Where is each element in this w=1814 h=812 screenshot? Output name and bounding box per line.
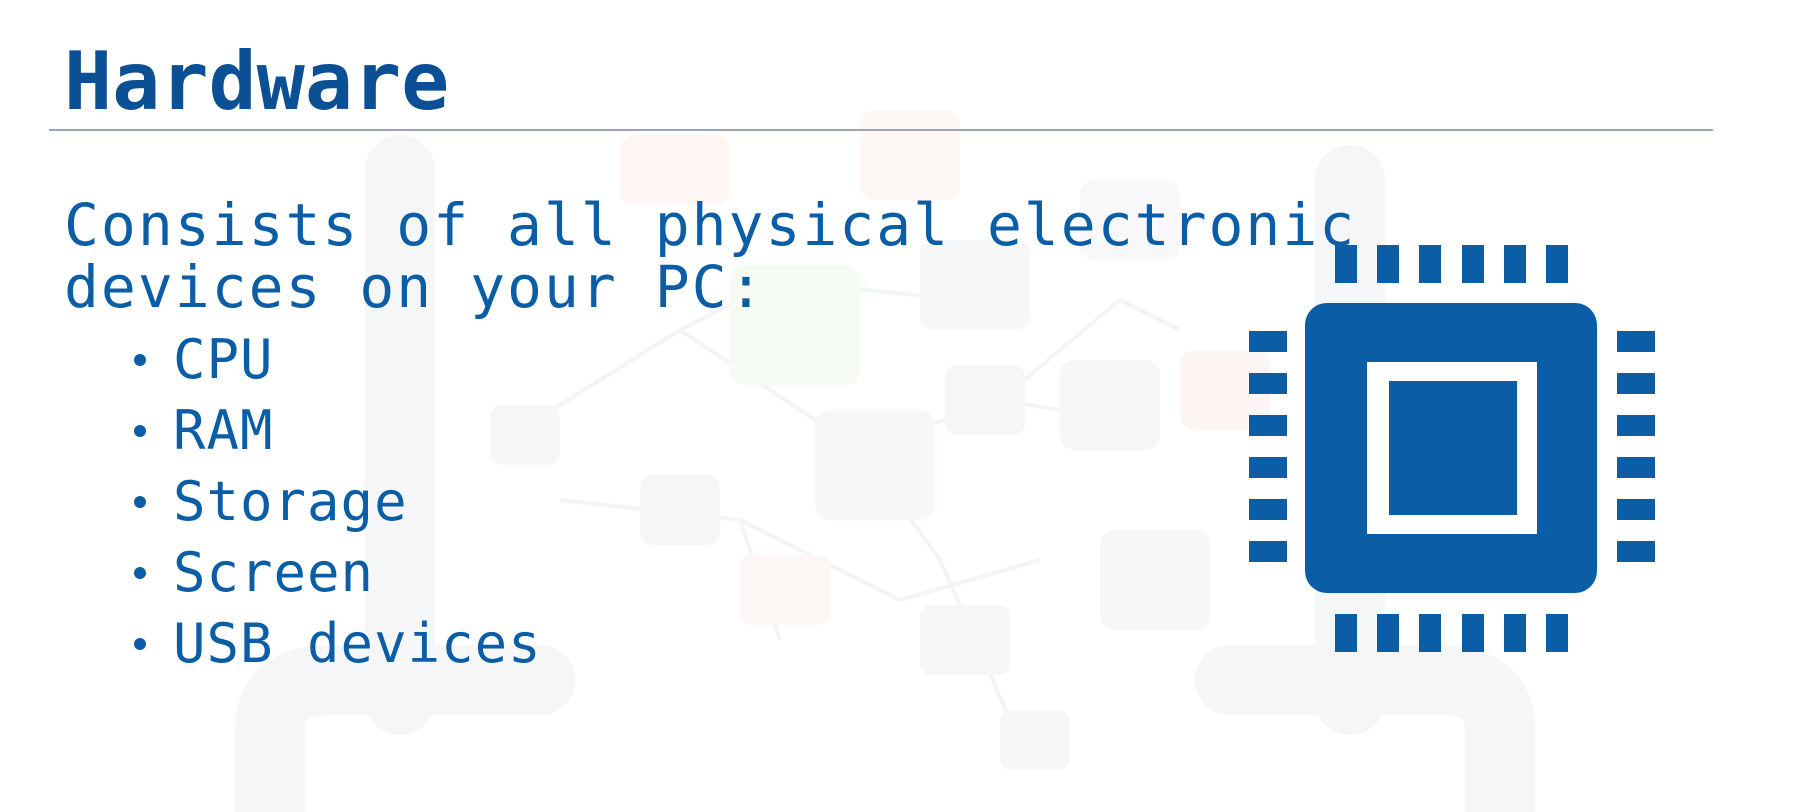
bullet-text: Storage: [173, 470, 408, 533]
bullet-text: CPU: [173, 328, 274, 391]
slide-title: Hardware: [64, 35, 450, 128]
bullet-item: RAM: [134, 395, 542, 466]
bullet-item: Screen: [134, 537, 542, 608]
intro-line: devices on your PC:: [64, 253, 766, 321]
bullet-text: Screen: [173, 541, 375, 604]
bullet-dot-icon: [134, 495, 146, 508]
intro-line: Consists of all physical electronic: [64, 191, 1357, 259]
intro-text: Consists of all physical electronic devi…: [64, 191, 1357, 321]
bullet-dot-icon: [134, 566, 146, 579]
bullet-item: USB devices: [134, 608, 542, 679]
cpu-chip-icon: [1249, 245, 1655, 652]
bullet-item: Storage: [134, 466, 542, 537]
bullet-list: CPU RAM Storage Screen USB devices: [134, 324, 542, 679]
bullet-dot-icon: [134, 424, 146, 437]
bullet-item: CPU: [134, 324, 542, 395]
bullet-text: RAM: [173, 399, 274, 462]
bullet-text: USB devices: [173, 612, 542, 675]
bullet-dot-icon: [134, 353, 146, 366]
bullet-dot-icon: [134, 637, 146, 650]
title-divider: [49, 129, 1713, 131]
